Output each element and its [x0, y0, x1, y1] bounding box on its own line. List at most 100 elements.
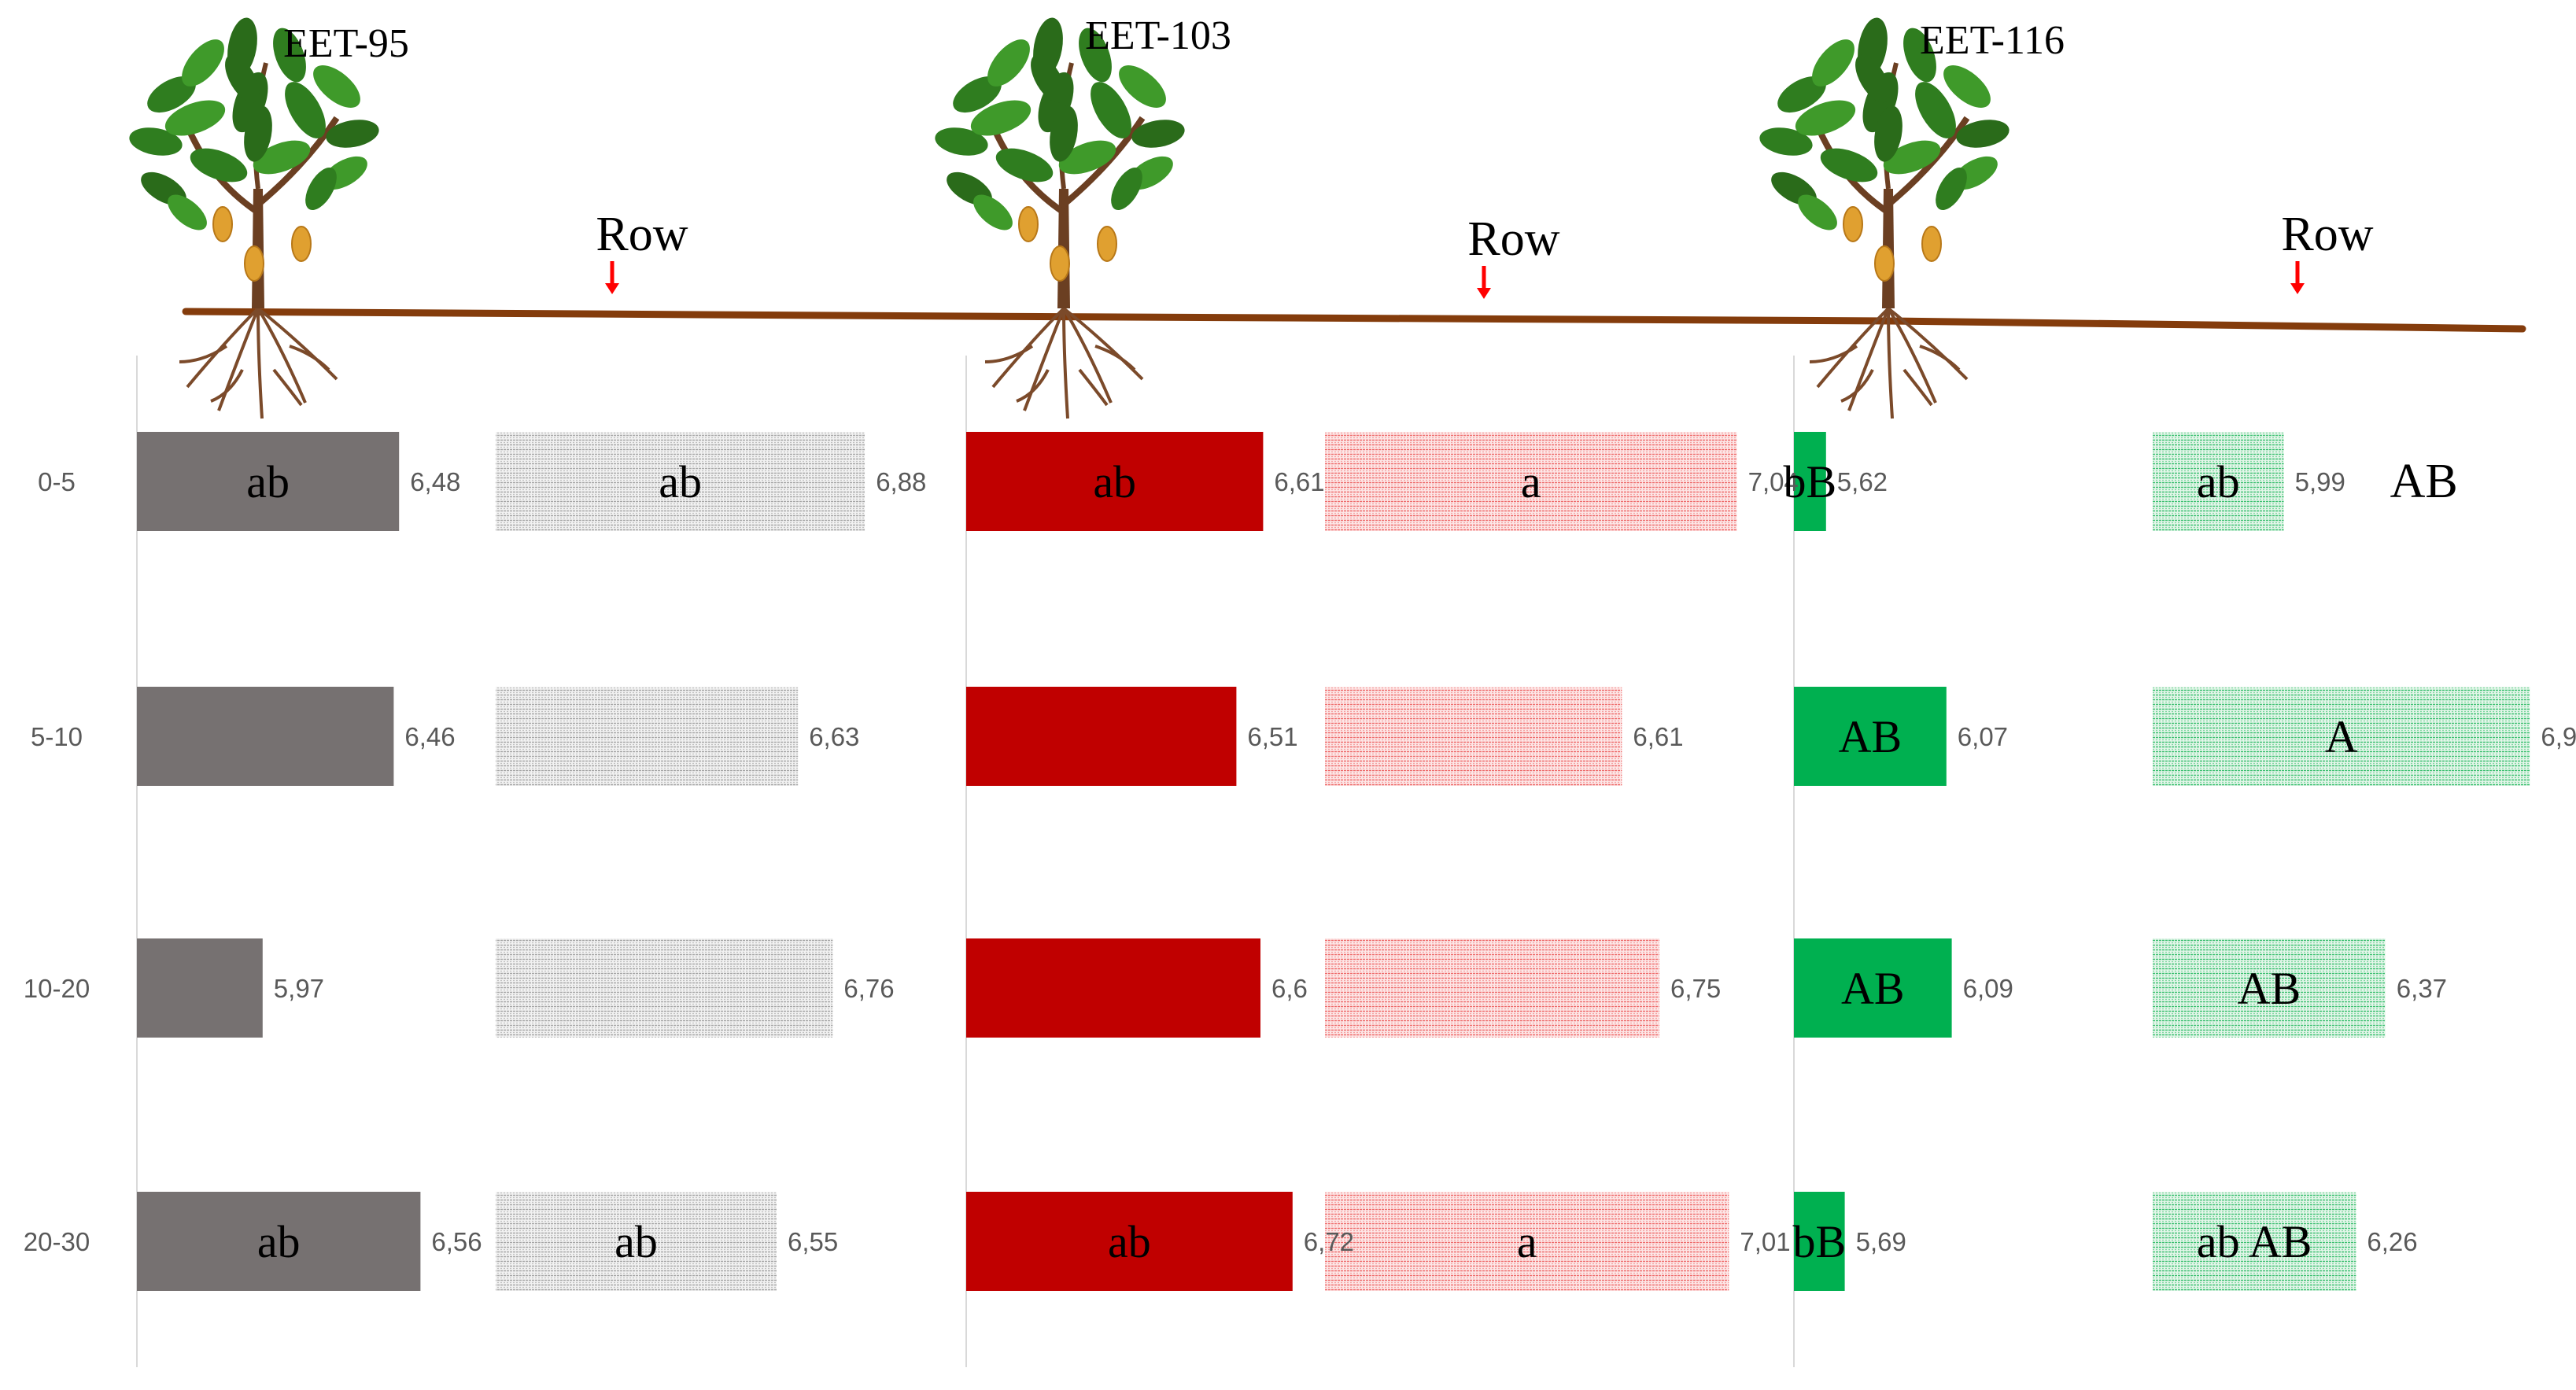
value-label: 6,07 — [1958, 722, 2008, 751]
leaf-shape — [1943, 65, 1991, 108]
row-label: Row — [1467, 212, 1559, 266]
value-label: 5,97 — [274, 974, 324, 1003]
root-stroke — [1078, 368, 1109, 407]
value-label: 6,6 — [1271, 974, 1308, 1003]
root-stroke — [272, 368, 303, 407]
root-stroke — [256, 308, 264, 419]
value-label: 5,99 — [2295, 467, 2345, 496]
value-label: 6,55 — [788, 1227, 838, 1256]
leaf-shape — [313, 65, 360, 108]
root-stroke — [984, 345, 1034, 363]
significance-letter: AB — [2238, 963, 2301, 1014]
leaf-shape — [1091, 82, 1131, 138]
significance-letter: ab — [2197, 456, 2240, 507]
bars-layer — [137, 432, 2530, 1291]
cacao-pod-icon — [1843, 206, 1863, 242]
row-bar — [496, 938, 833, 1038]
value-label: 6,56 — [431, 1227, 482, 1256]
plant-bar — [966, 687, 1237, 786]
plant-bar — [137, 687, 394, 786]
leaf-shape — [164, 100, 226, 136]
root-stroke — [1902, 368, 1933, 407]
plant-bar — [1794, 938, 1952, 1038]
leaf-shape — [190, 148, 248, 183]
significance-letter: ab — [614, 1216, 658, 1267]
branch-stroke — [256, 116, 340, 208]
cacao-pod-icon — [244, 245, 264, 282]
leaf-shape — [273, 28, 306, 83]
leaf-shape — [305, 167, 337, 211]
leaf-shape — [326, 120, 379, 148]
leaf-shape — [285, 82, 326, 138]
value-label: 5,69 — [1856, 1227, 1906, 1256]
leaf-shape — [182, 39, 224, 87]
value-label: 6,61 — [1274, 467, 1324, 496]
branch-stroke — [1886, 116, 1970, 208]
leaf-shape — [1956, 120, 2010, 148]
value-label: 5,62 — [1837, 467, 1888, 496]
leaf-shape — [1936, 167, 1967, 211]
cacao-tree-icon — [935, 17, 1185, 419]
leaf-shape — [987, 39, 1030, 87]
leaf-shape — [253, 140, 311, 175]
root-stroke — [210, 369, 244, 403]
cacao-pod-icon — [291, 226, 312, 262]
leaf-shape — [995, 148, 1054, 183]
plant-bar — [137, 938, 263, 1038]
value-label: 6,91 — [2541, 722, 2576, 751]
leaf-shape — [1111, 167, 1142, 211]
plant-bar — [1794, 1192, 1845, 1291]
significance-letter: bB — [1792, 1216, 1846, 1267]
plant-bar — [137, 432, 400, 531]
leaf-shape — [1131, 120, 1185, 148]
leaf-shape — [1820, 148, 1878, 183]
significance-letter: A — [2325, 711, 2358, 762]
row-bar — [496, 687, 799, 786]
value-label: 6,51 — [1247, 722, 1297, 751]
significance-letter: bB — [1784, 456, 1837, 507]
plant-bar — [137, 1192, 421, 1291]
root-stroke — [1816, 307, 1890, 389]
row-bar — [496, 1192, 777, 1291]
significance-letter: ab — [1108, 1216, 1151, 1267]
root-stroke — [217, 308, 260, 411]
root-stroke — [256, 307, 338, 381]
row-bar — [1325, 432, 1737, 531]
row-label: Row — [2281, 208, 2373, 261]
soil-surface-line — [182, 308, 2526, 333]
leaf-shape — [935, 127, 988, 156]
down-arrow-head-icon — [2290, 283, 2305, 294]
leaf-shape — [244, 105, 272, 162]
row-bar — [2153, 687, 2530, 786]
scene-layer — [129, 17, 2526, 419]
leaf-shape — [1050, 105, 1078, 162]
branch-stroke — [1061, 116, 1146, 208]
leaf-shape — [1883, 140, 1941, 175]
root-stroke — [186, 307, 260, 389]
value-label: 6,09 — [1963, 974, 2013, 1003]
root-stroke — [1062, 308, 1069, 419]
value-label: 6,75 — [1670, 974, 1721, 1003]
depth-label: 20-30 — [24, 1227, 90, 1256]
leaf-shape — [1795, 100, 1856, 136]
leaf-shape — [1874, 105, 1902, 162]
cacao-pod-icon — [1097, 226, 1117, 262]
depth-label: 5-10 — [31, 722, 83, 751]
leaf-shape — [225, 54, 260, 103]
significance-letter: ab — [659, 456, 702, 507]
root-stroke — [1847, 308, 1890, 411]
leaf-shape — [1903, 28, 1936, 83]
leaf-shape — [1031, 54, 1065, 103]
significance-letter: ab — [1093, 456, 1136, 507]
value-label: 6,46 — [404, 722, 455, 751]
significance-letter: AB — [1839, 711, 1902, 762]
leaf-shape — [973, 194, 1013, 230]
leaf-shape — [1798, 194, 1837, 230]
row-label: Row — [596, 208, 688, 261]
row-bar — [1325, 687, 1622, 786]
root-stroke — [1062, 307, 1113, 404]
root-stroke — [991, 307, 1065, 389]
cacao-pod-icon — [1018, 206, 1039, 242]
